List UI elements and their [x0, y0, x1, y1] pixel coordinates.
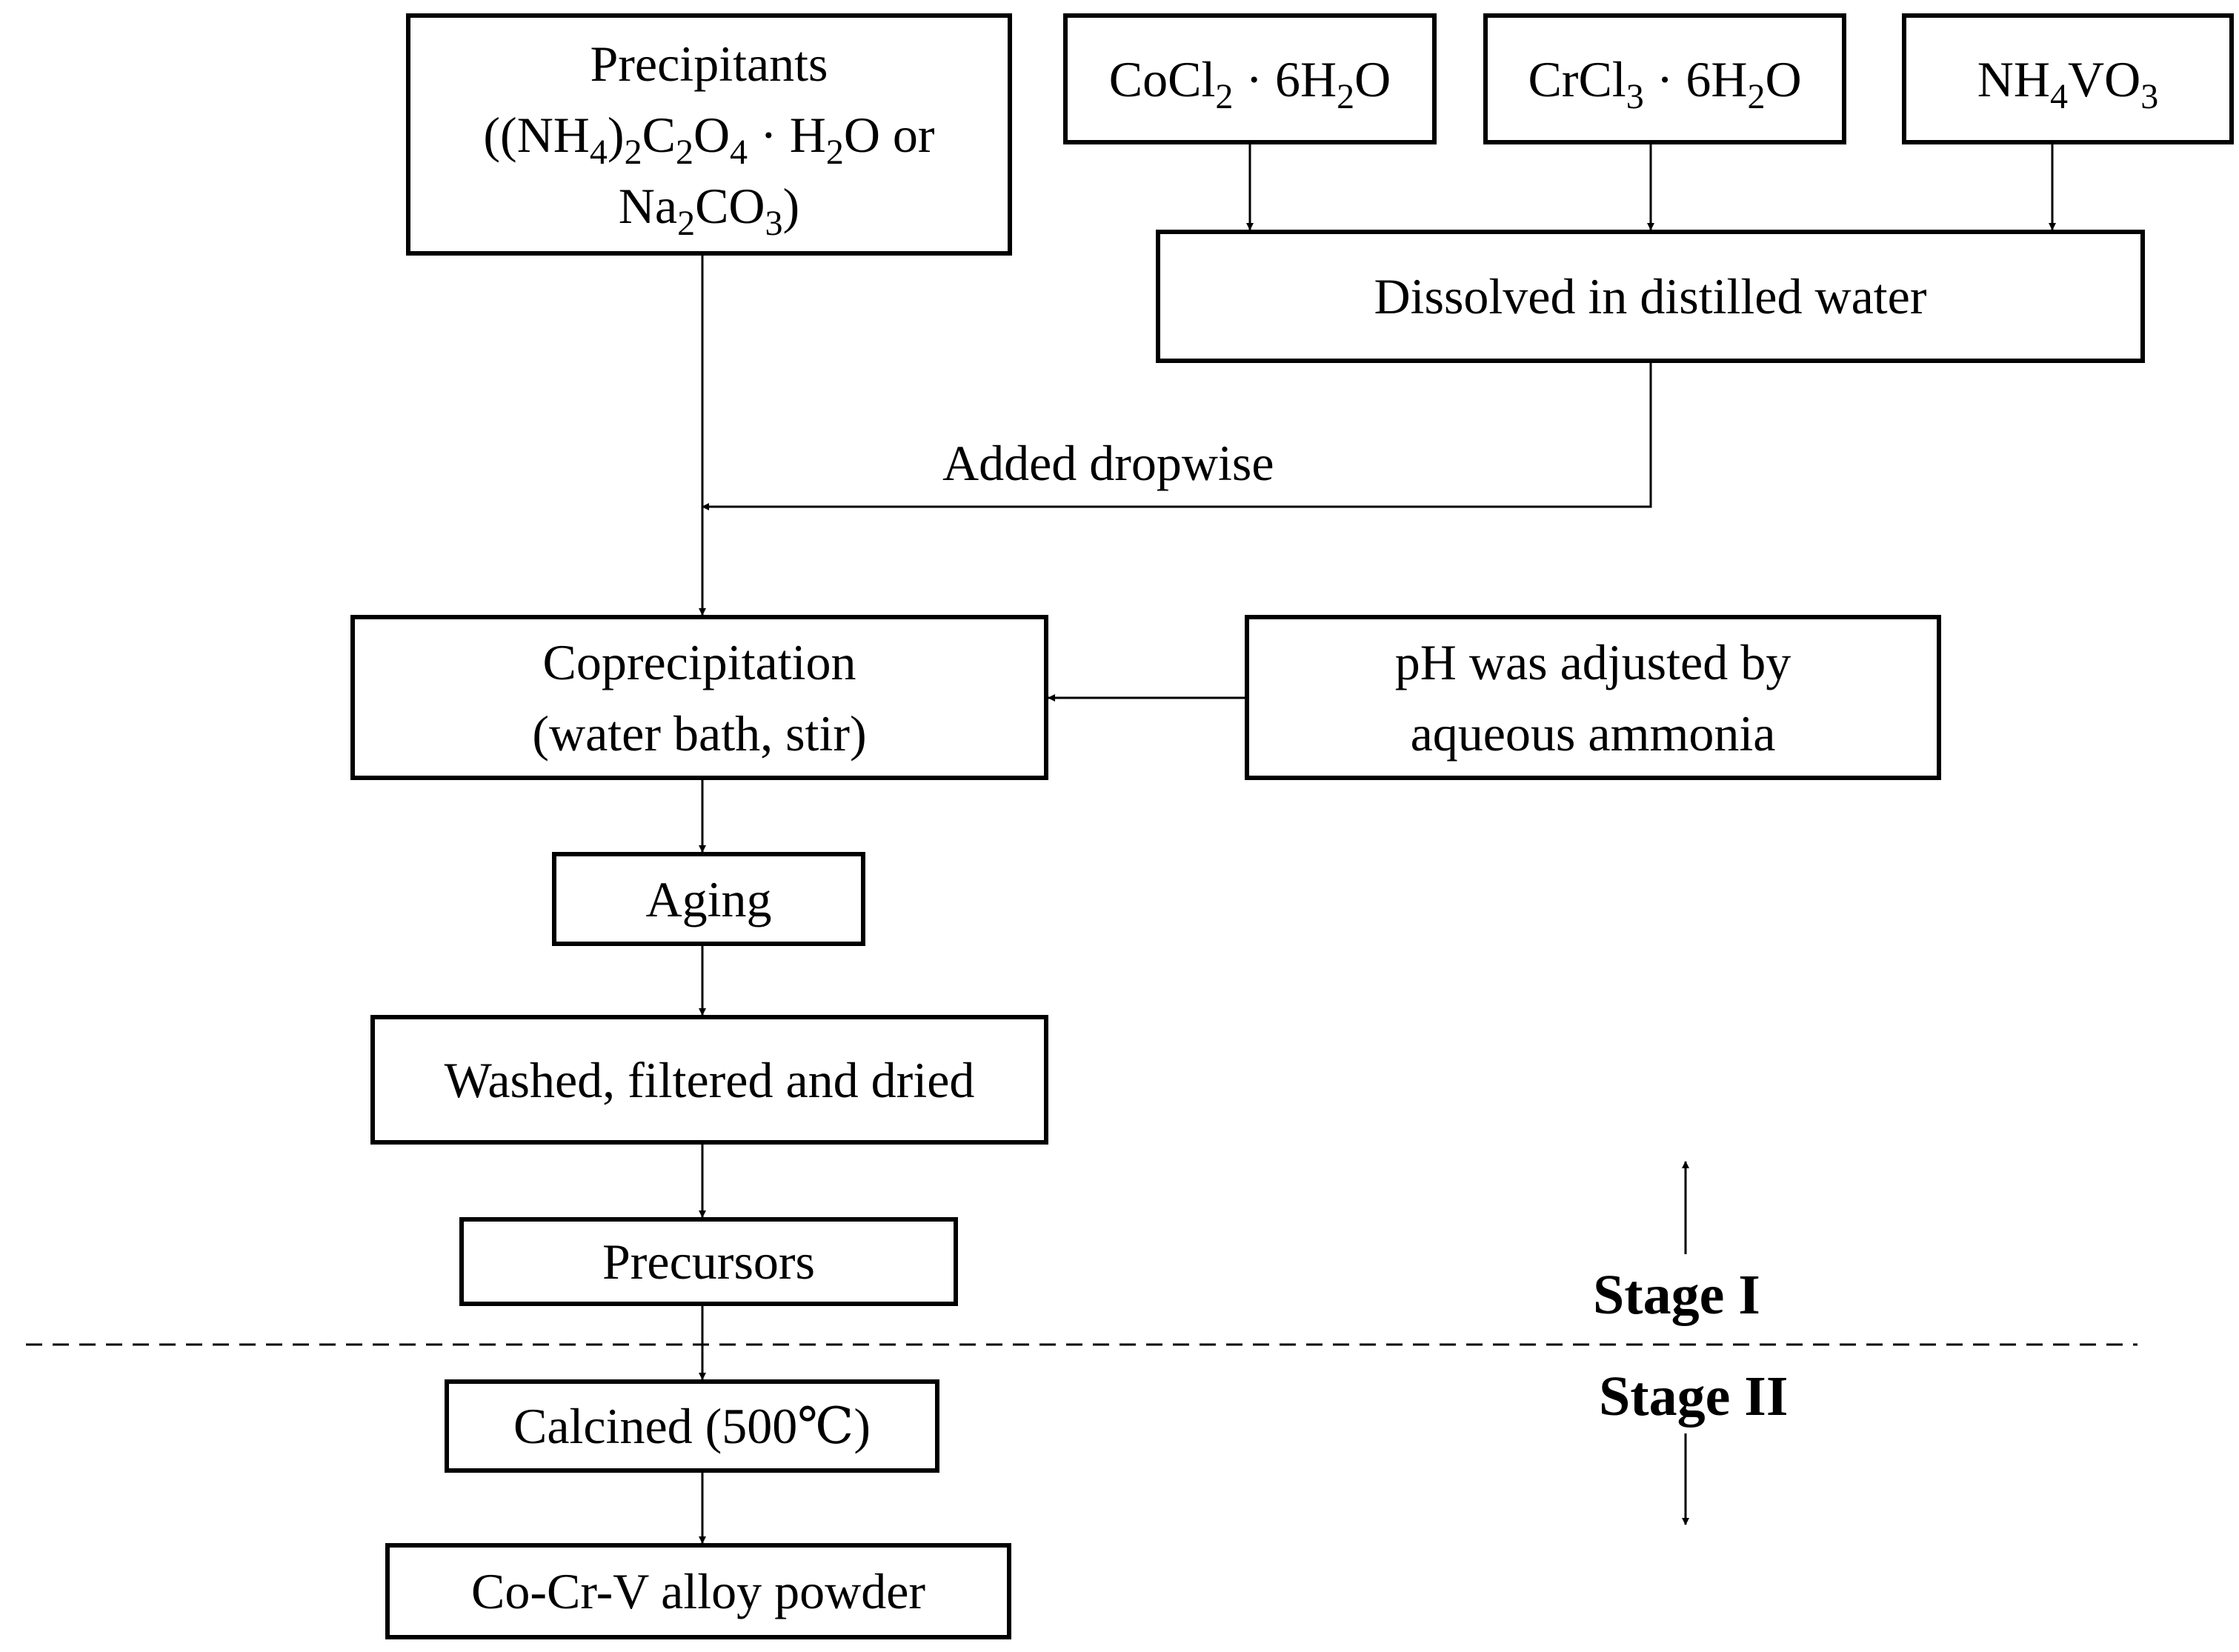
nh4vo3-formula: NH4VO3 [1977, 50, 2159, 116]
ph-adjustment-line-2: aqueous ammonia [1410, 705, 1776, 762]
alloy-powder-box: Co-Cr-V alloy powder [385, 1543, 1011, 1639]
cocl2-box: CoCl2 · 6H2O [1063, 13, 1437, 144]
coprecipitation-title: Coprecipitation [542, 633, 856, 690]
coprecipitation-conditions: (water bath, stir) [532, 705, 867, 762]
precipitants-formula-line-2: Na2CO3) [618, 177, 800, 243]
precursors-label: Precursors [602, 1233, 816, 1290]
calcined-label: Calcined (500℃) [513, 1398, 871, 1454]
dissolved-label: Dissolved in distilled water [1374, 268, 1927, 324]
crcl3-box: CrCl3 · 6H2O [1483, 13, 1846, 144]
precursors-box: Precursors [459, 1217, 958, 1306]
added-dropwise-label: Added dropwise [942, 435, 1274, 491]
cocl2-formula: CoCl2 · 6H2O [1108, 50, 1391, 116]
washed-label: Washed, filtered and dried [444, 1051, 975, 1108]
calcined-box: Calcined (500℃) [445, 1379, 939, 1473]
washed-box: Washed, filtered and dried [370, 1015, 1048, 1145]
coprecipitation-box: Coprecipitation (water bath, stir) [350, 615, 1048, 780]
aging-label: Aging [645, 870, 772, 927]
precipitants-formula-line: ((NH4)2C2O4 · H2O or [483, 106, 935, 172]
stage-1-label: Stage I [1593, 1264, 1760, 1326]
ph-adjustment-box: pH was adjusted by aqueous ammonia [1245, 615, 1941, 780]
precipitants-box: Precipitants ((NH4)2C2O4 · H2O or Na2CO3… [406, 13, 1012, 256]
nh4vo3-box: NH4VO3 [1902, 13, 2234, 144]
arrow-dissolved-dropwise [702, 363, 1652, 510]
alloy-powder-label: Co-Cr-V alloy powder [470, 1563, 926, 1619]
ph-adjustment-line-1: pH was adjusted by [1394, 633, 1791, 690]
dissolved-box: Dissolved in distilled water [1156, 230, 2145, 363]
crcl3-formula: CrCl3 · 6H2O [1528, 50, 1802, 116]
precipitants-title: Precipitants [590, 35, 828, 92]
aging-box: Aging [552, 852, 865, 946]
stage-2-label: Stage II [1599, 1365, 1789, 1428]
